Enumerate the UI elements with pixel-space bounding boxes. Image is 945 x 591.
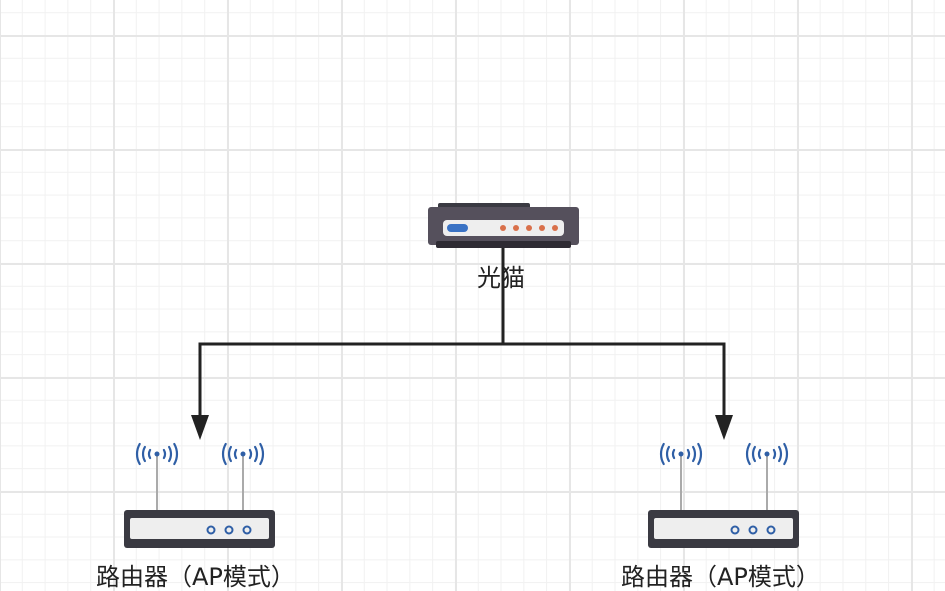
modem-icon [428,203,579,248]
modem-label: 光猫 [477,264,525,292]
connector-to-right-router [503,342,726,418]
network-diagram [124,203,799,548]
wifi-signal-icon [221,442,265,466]
router-left-label: 路由器（AP模式） [96,563,295,591]
arrowhead-right [715,415,733,440]
connectors [198,246,726,418]
router-right-label: 路由器（AP模式） [621,563,820,591]
wifi-router-icon [648,442,799,548]
wifi-router-icon [124,442,275,548]
wifi-signal-icon [659,442,703,466]
wifi-signal-icon [135,442,179,466]
arrowhead-left [191,415,209,440]
wifi-signal-icon [745,442,789,466]
connector-to-left-router [198,342,503,418]
